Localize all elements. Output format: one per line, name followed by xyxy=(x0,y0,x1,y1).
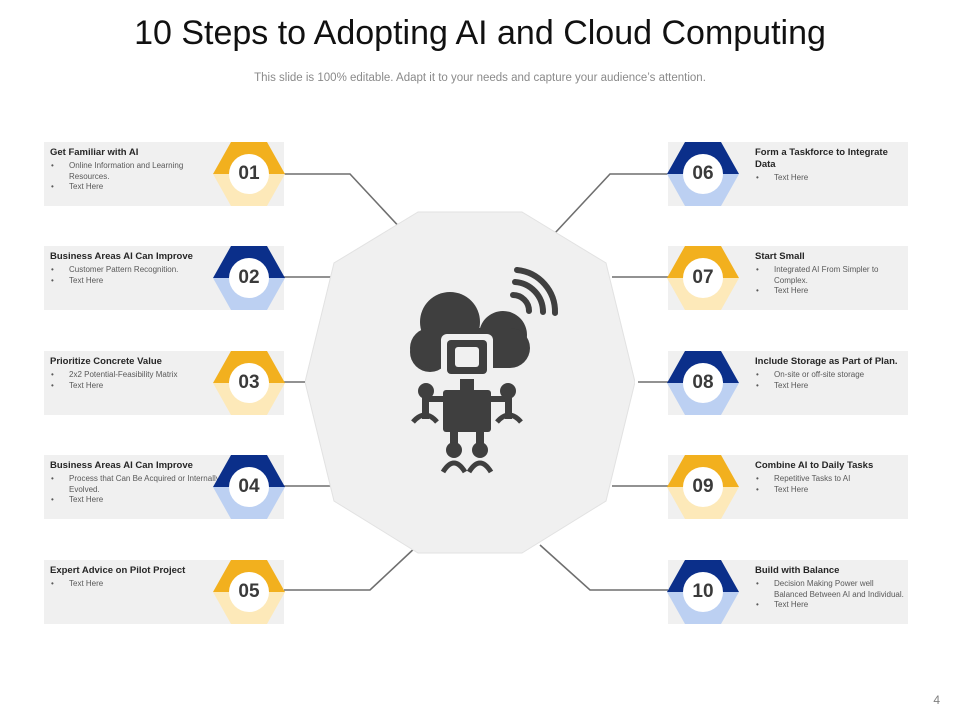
hexagon-badge-icon xyxy=(213,455,285,519)
step-hexagon-02: 02 xyxy=(213,246,285,310)
step-heading: Expert Advice on Pilot Project xyxy=(50,565,186,576)
step-hexagon-05: 05 xyxy=(213,560,285,624)
step-hexagon-10: 10 xyxy=(667,560,739,624)
step-bullet: On-site or off-site storage xyxy=(755,370,905,381)
connector-10 xyxy=(539,544,668,591)
step-bullet-list: Customer Pattern Recognition.Text Here xyxy=(50,265,222,286)
hexagon-badge-icon xyxy=(667,560,739,624)
step-number: 10 xyxy=(692,581,714,602)
hexagon-badge-icon xyxy=(213,351,285,415)
step-bullet: Repetitive Tasks to AI xyxy=(755,474,905,485)
step-card-body: Combine AI to Daily TasksRepetitive Task… xyxy=(755,460,905,495)
step-bullet: Text Here xyxy=(755,485,905,496)
step-number: 06 xyxy=(692,163,714,184)
step-hexagon-08: 08 xyxy=(667,351,739,415)
step-bullet-list: Text Here xyxy=(50,579,222,590)
step-bullet: Text Here xyxy=(755,286,905,297)
connector-01 xyxy=(284,173,405,233)
step-bullet: Online Information and Learning Resource… xyxy=(50,161,222,182)
step-card-body: Prioritize Concrete Value 2x2 Potential-F… xyxy=(50,356,222,391)
step-heading: Prioritize Concrete Value xyxy=(50,356,162,367)
step-number: 08 xyxy=(692,372,714,393)
step-bullet: Process that Can Be Acquired or Internal… xyxy=(50,474,222,495)
hexagon-badge-icon xyxy=(213,246,285,310)
step-number: 07 xyxy=(692,267,714,288)
step-hexagon-07: 07 xyxy=(667,246,739,310)
step-number: 02 xyxy=(238,267,260,288)
hexagon-badge-icon xyxy=(213,560,285,624)
hexagon-badge-icon xyxy=(667,351,739,415)
step-bullet-list: Repetitive Tasks to AIText Here xyxy=(755,474,905,495)
step-heading: Start Small xyxy=(755,251,805,262)
step-bullet-list: Online Information and Learning Resource… xyxy=(50,161,222,193)
hexagon-badge-icon xyxy=(667,246,739,310)
step-heading: Form a Taskforce to Integrate Data xyxy=(755,147,888,170)
step-card-body: Build with BalanceDecision Making Power … xyxy=(755,565,905,611)
cloud-robot-icon xyxy=(304,211,636,554)
step-hexagon-06: 06 xyxy=(667,142,739,206)
step-bullet: Text Here xyxy=(50,276,222,287)
step-number: 04 xyxy=(238,476,260,497)
step-bullet-list: Text Here xyxy=(755,173,905,184)
hexagon-badge-icon xyxy=(213,142,285,206)
step-card-body: Get Familiar with AI Online Information a… xyxy=(50,147,222,193)
step-number: 03 xyxy=(238,372,260,393)
center-panel xyxy=(304,210,636,555)
hexagon-badge-icon xyxy=(667,455,739,519)
step-card-body: Expert Advice on Pilot ProjectText Here xyxy=(50,565,222,590)
step-bullet-list: Process that Can Be Acquired or Internal… xyxy=(50,474,222,506)
step-number: 01 xyxy=(238,163,260,184)
step-heading: Combine AI to Daily Tasks xyxy=(755,460,874,471)
connector-05 xyxy=(284,544,419,591)
step-heading: Business Areas AI Can Improve xyxy=(50,251,193,262)
step-card-body: Business Areas AI Can ImproveCustomer Pa… xyxy=(50,251,222,286)
step-bullet: Decision Making Power well Balanced Betw… xyxy=(755,579,905,600)
step-bullet: Text Here xyxy=(50,495,222,506)
step-hexagon-01: 01 xyxy=(213,142,285,206)
step-hexagon-03: 03 xyxy=(213,351,285,415)
step-number: 05 xyxy=(238,581,260,602)
step-bullet: 2x2 Potential-Feasibility Matrix xyxy=(50,370,222,381)
step-heading: Business Areas AI Can Improve xyxy=(50,460,193,471)
page-number: 4 xyxy=(933,693,940,707)
slide-title: 10 Steps to Adopting AI and Cloud Comput… xyxy=(134,14,826,52)
step-bullet: Customer Pattern Recognition. xyxy=(50,265,222,276)
step-card-body: Form a Taskforce to Integrate DataText H… xyxy=(755,147,905,184)
step-number: 09 xyxy=(692,476,714,497)
step-bullet: Integrated AI From Simpler to Complex. xyxy=(755,265,905,286)
step-card-body: Start SmallIntegrated AI From Simpler to… xyxy=(755,251,905,297)
step-bullet: Text Here xyxy=(50,381,222,392)
connector-06 xyxy=(554,173,668,234)
step-bullet-list: Integrated AI From Simpler to Complex.Te… xyxy=(755,265,905,297)
step-heading: Get Familiar with AI xyxy=(50,147,139,158)
step-heading: Include Storage as Part of Plan. xyxy=(755,356,898,367)
step-bullet: Text Here xyxy=(755,600,905,611)
step-bullet: Text Here xyxy=(755,381,905,392)
step-bullet: Text Here xyxy=(50,182,222,193)
step-bullet: Text Here xyxy=(755,173,905,184)
step-hexagon-09: 09 xyxy=(667,455,739,519)
step-card-body: Include Storage as Part of Plan. On-site … xyxy=(755,356,905,391)
step-bullet-list: 2x2 Potential-Feasibility MatrixText Her… xyxy=(50,370,222,391)
step-card-body: Business Areas AI Can ImproveProcess tha… xyxy=(50,460,222,506)
step-bullet-list: On-site or off-site storageText Here xyxy=(755,370,905,391)
step-heading: Build with Balance xyxy=(755,565,840,576)
step-bullet-list: Decision Making Power well Balanced Betw… xyxy=(755,579,905,611)
step-bullet: Text Here xyxy=(50,579,222,590)
hexagon-badge-icon xyxy=(667,142,739,206)
slide-subtitle: This slide is 100% editable. Adapt it to… xyxy=(254,72,706,84)
step-hexagon-04: 04 xyxy=(213,455,285,519)
